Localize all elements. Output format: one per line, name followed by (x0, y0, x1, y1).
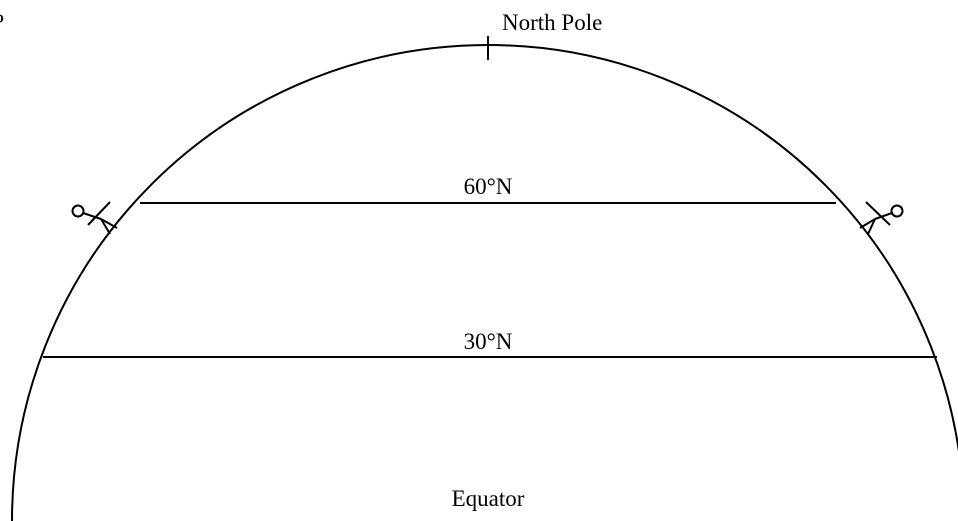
north-pole-label: North Pole (502, 10, 602, 35)
stick-figure-left-icon (73, 202, 118, 234)
latitude-30-label: 30°N (464, 329, 513, 354)
stick-figure-right-icon (860, 202, 903, 234)
equator-label: Equator (452, 486, 525, 511)
hemisphere-outline (12, 45, 958, 521)
corner-mark: ? (0, 10, 4, 35)
latitude-60-label: 60°N (464, 174, 513, 199)
